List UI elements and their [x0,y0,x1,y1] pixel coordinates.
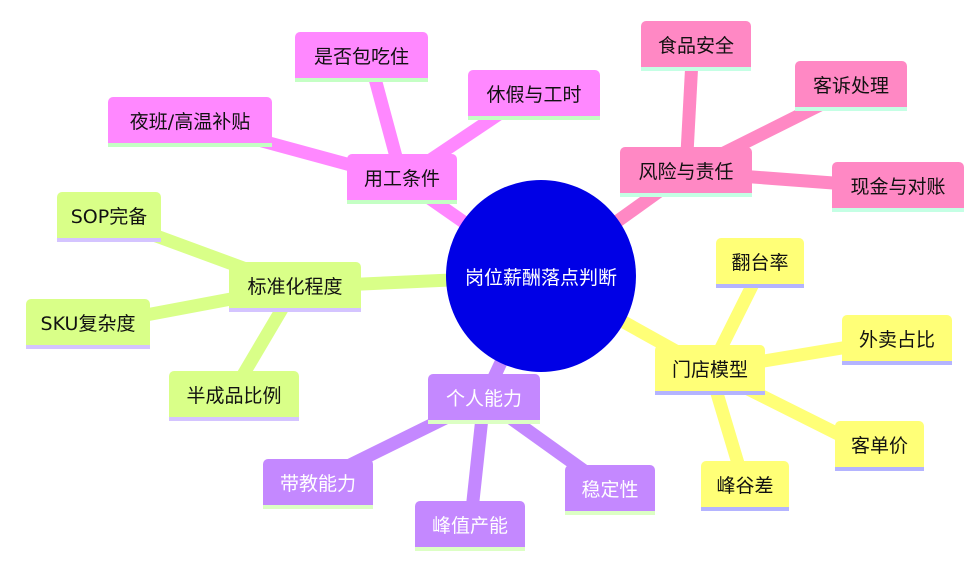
branch-personal-ability[interactable]: 个人能力 [428,374,540,424]
node-cash-reconciliation[interactable]: 现金与对账 [832,162,964,212]
node-peak-capacity[interactable]: 峰值产能 [415,501,525,551]
node-semi-finished[interactable]: 半成品比例 [169,371,299,421]
node-night-subsidy[interactable]: 夜班/高温补贴 [108,97,272,147]
node-delivery-share[interactable]: 外卖占比 [842,315,952,365]
node-complaints[interactable]: 客诉处理 [795,61,907,111]
central-topic-label: 岗位薪酬落点判断 [464,266,617,289]
branch-risk-responsibility[interactable]: 风险与责任 [620,147,752,197]
node-meals-housing[interactable]: 是否包吃住 [295,32,428,82]
node-food-safety[interactable]: 食品安全 [641,21,751,71]
node-leave-hours[interactable]: 休假与工时 [468,70,600,120]
node-sop[interactable]: SOP完备 [57,192,161,242]
node-table-turnover[interactable]: 翻台率 [716,238,804,288]
branch-standardization[interactable]: 标准化程度 [229,262,361,312]
central-topic[interactable]: 岗位薪酬落点判断 [446,180,636,372]
node-mentoring[interactable]: 带教能力 [263,459,373,509]
branch-store-model[interactable]: 门店模型 [655,345,765,395]
node-sku-complexity[interactable]: SKU复杂度 [26,299,150,349]
node-ticket-size[interactable]: 客单价 [835,421,924,471]
branch-work-conditions[interactable]: 用工条件 [347,154,457,204]
node-peak-valley[interactable]: 峰谷差 [701,461,789,511]
node-stability[interactable]: 稳定性 [565,465,655,515]
